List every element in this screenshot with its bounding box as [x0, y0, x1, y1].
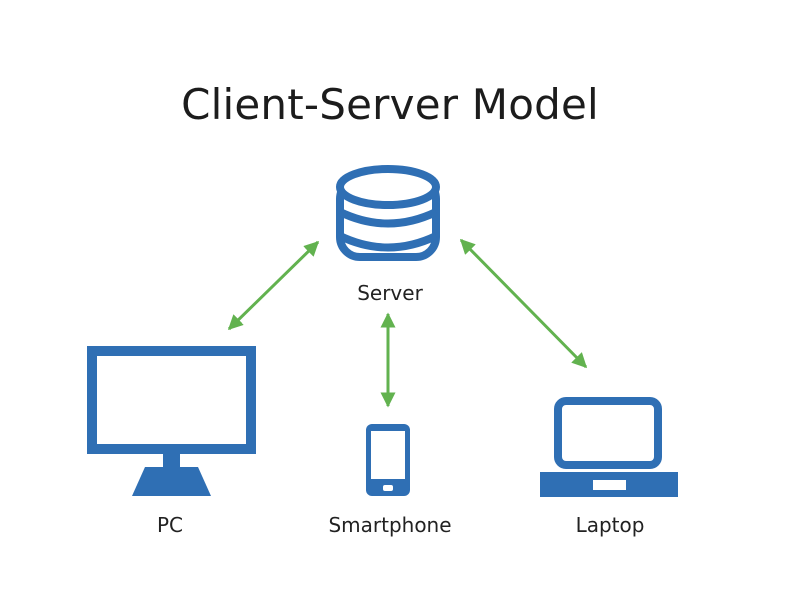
desktop-monitor-icon: [87, 346, 256, 496]
pc-label: PC: [156, 513, 184, 537]
smartphone-icon: [366, 424, 410, 496]
arrow-server-laptop: [459, 238, 588, 369]
database-icon: [336, 165, 440, 261]
laptop-icon: [540, 397, 678, 497]
smartphone-label: Smartphone: [328, 513, 452, 537]
diagram-title: Client-Server Model: [181, 80, 599, 129]
server-label: Server: [357, 281, 423, 305]
laptop-label: Laptop: [575, 513, 645, 537]
arrow-server-pc: [227, 240, 320, 331]
